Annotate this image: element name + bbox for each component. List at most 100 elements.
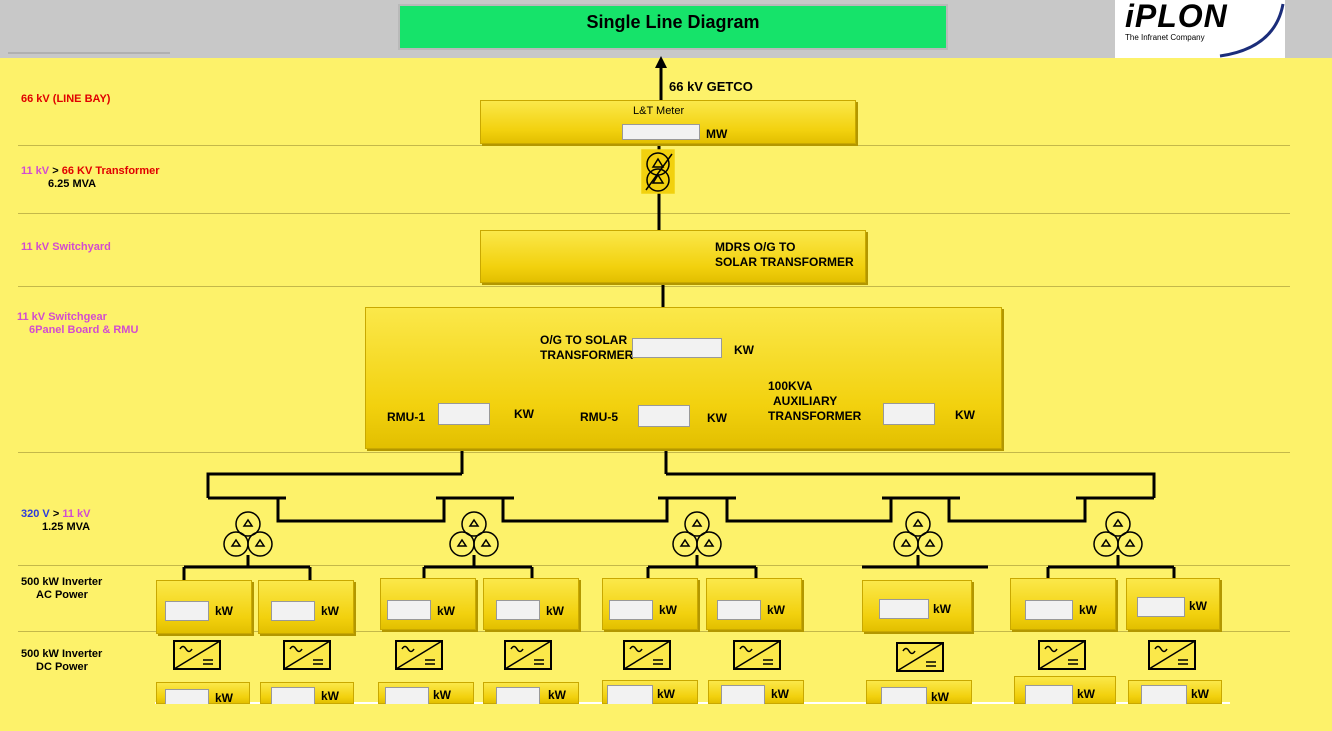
inverter-dc-value <box>271 687 315 705</box>
inverter-ac-value <box>496 600 540 620</box>
aux-unit: KW <box>955 408 975 422</box>
inverter-icon <box>1148 640 1196 670</box>
inverter-ac-value <box>609 600 653 620</box>
lt-meter-title: L&T Meter <box>633 105 685 117</box>
level-label-line-bay: 66 kV (LINE BAY) <box>21 93 111 105</box>
rmu1-unit: KW <box>514 407 534 421</box>
rmu5-label: RMU-5 <box>580 410 618 424</box>
inverter-transformer-icon <box>223 511 273 557</box>
header-bar: Single Line Diagram iPLON The Infranet C… <box>0 0 1332 58</box>
og-label-line1: O/G TO SOLAR <box>540 333 628 347</box>
logo-swoosh-icon <box>1219 3 1285 58</box>
inverter-ac-unit: kW <box>437 604 455 618</box>
inverter-ac-unit: kW <box>767 603 785 617</box>
inverter-dc-unit: kW <box>771 687 789 701</box>
inverter-ac-value <box>271 601 315 621</box>
inverter-dc-box: kW <box>260 682 354 705</box>
inverter-icon <box>733 640 781 670</box>
aux-label-line1: 100KVA <box>768 379 813 393</box>
inverter-ac-box: kW <box>1010 578 1116 630</box>
inverter-ac-unit: kW <box>546 604 564 618</box>
mdrs-label-line2: SOLAR TRANSFORMER <box>715 255 854 269</box>
inverter-dc-box: kW <box>602 680 698 705</box>
inverter-dc-box: kW <box>483 682 579 705</box>
inverter-dc-box: kW <box>708 680 804 705</box>
company-logo: iPLON The Infranet Company <box>1115 0 1285 58</box>
inverter-ac-unit: kW <box>933 602 951 616</box>
inverter-dc-unit: kW <box>1191 687 1209 701</box>
inverter-ac-box: kW <box>1126 578 1220 630</box>
inverter-icon <box>1038 640 1086 670</box>
level-label-transformer-rating: 6.25 MVA <box>48 178 97 190</box>
page-title: Single Line Diagram <box>398 4 948 50</box>
inverter-ac-box: kW <box>258 580 354 634</box>
rmu1-value-field <box>438 403 490 425</box>
inverter-ac-value <box>717 600 761 620</box>
inverter-ac-box: kW <box>862 580 972 632</box>
inverter-dc-unit: kW <box>1077 687 1095 701</box>
inverter-ac-value <box>1137 597 1185 617</box>
level-divider <box>18 145 1290 146</box>
level-divider <box>18 286 1290 287</box>
og-unit: KW <box>734 343 754 357</box>
inverter-icon <box>173 640 221 670</box>
aux-label-line3: TRANSFORMER <box>768 409 862 423</box>
inverter-ac-box: kW <box>602 578 698 630</box>
aux-label-line2: AUXILIARY <box>773 394 838 408</box>
level-label-inverter-ac: 500 kW Inverter <box>21 576 103 588</box>
inverter-dc-value <box>607 685 653 705</box>
inverter-transformer-icon <box>1093 511 1143 557</box>
mdrs-box <box>480 230 866 283</box>
lt-meter-unit: MW <box>706 127 728 141</box>
arrow-up-icon <box>655 56 667 68</box>
inverter-icon <box>504 640 552 670</box>
og-value-field <box>632 338 722 358</box>
level-divider <box>18 452 1290 453</box>
lt-meter-value <box>622 124 700 140</box>
level-divider <box>18 631 1290 632</box>
level-label-inv-transformer-rating: 1.25 MVA <box>42 521 91 533</box>
inverter-dc-value <box>881 687 927 705</box>
level-label-inverter-ac-sub: AC Power <box>36 589 88 601</box>
level-label-switchgear: 11 kV Switchgear <box>17 311 107 323</box>
inverter-dc-box: kW <box>1014 676 1116 705</box>
logo-tagline: The Infranet Company <box>1125 33 1205 42</box>
level-label-inv-transformer: 320 V > 11 kV <box>21 508 91 520</box>
inverter-ac-unit: kW <box>321 604 339 618</box>
inverter-transformer-icon <box>449 511 499 557</box>
inverter-ac-unit: kW <box>215 604 233 618</box>
inverter-dc-unit: kW <box>433 688 451 702</box>
level-label-transformer: 11 kV > 66 KV Transformer <box>21 165 160 177</box>
inverter-ac-unit: kW <box>659 603 677 617</box>
lt-meter-box <box>480 100 856 144</box>
inverter-dc-value <box>165 689 209 705</box>
getco-label: 66 kV GETCO <box>669 79 753 94</box>
inverter-ac-box: kW <box>380 578 476 630</box>
inverter-dc-value <box>496 687 540 705</box>
level-label-inverter-dc-sub: DC Power <box>36 661 88 673</box>
inverter-dc-box: kW <box>866 680 972 705</box>
inverter-dc-value <box>721 685 765 705</box>
aux-value-field <box>883 403 935 425</box>
main-transformer-icon <box>641 149 675 194</box>
inverter-icon <box>896 642 944 672</box>
rmu5-value-field <box>638 405 690 427</box>
inverter-dc-box: kW <box>1128 680 1222 705</box>
inverter-ac-box: kW <box>483 578 579 630</box>
level-label-switchgear-sub: 6Panel Board & RMU <box>29 324 139 336</box>
inverter-dc-value <box>1141 685 1187 705</box>
og-label-line2: TRANSFORMER <box>540 348 634 362</box>
mdrs-label-line1: MDRS O/G TO <box>715 240 796 254</box>
level-divider <box>18 213 1290 214</box>
inverter-dc-value <box>385 687 429 705</box>
inverter-ac-unit: kW <box>1189 599 1207 613</box>
footer-strip <box>0 704 1332 731</box>
inverter-icon <box>395 640 443 670</box>
inverter-dc-unit: kW <box>657 687 675 701</box>
inverter-ac-value <box>879 599 929 619</box>
inverter-dc-unit: kW <box>215 691 233 705</box>
inverter-ac-value <box>387 600 431 620</box>
inverter-ac-unit: kW <box>1079 603 1097 617</box>
inverter-icon <box>283 640 331 670</box>
